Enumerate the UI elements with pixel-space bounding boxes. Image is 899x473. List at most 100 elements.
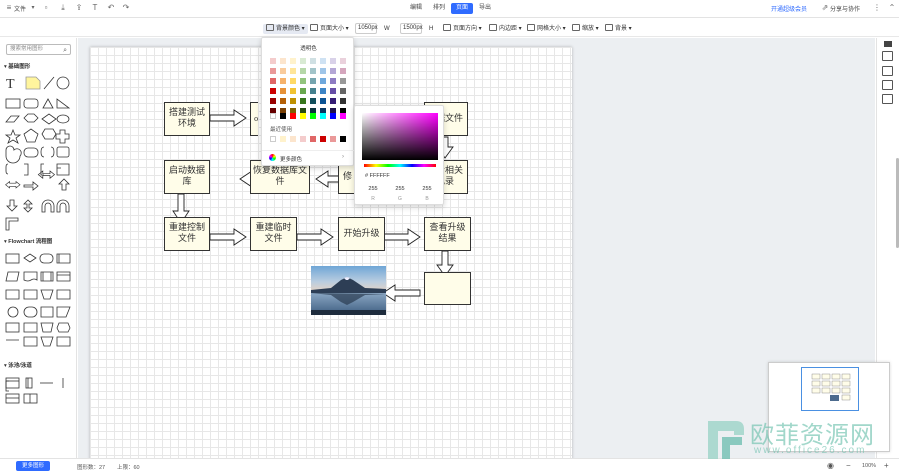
view-icon[interactable]: ◉ bbox=[827, 461, 834, 470]
color-swatch[interactable] bbox=[320, 58, 326, 64]
zoom-button[interactable]: 缩放 ▾ bbox=[572, 24, 599, 34]
color-swatch[interactable] bbox=[270, 98, 276, 104]
flow-box-rebuild-temp[interactable]: 重建临时文件 bbox=[250, 217, 297, 251]
recent-color-swatch[interactable] bbox=[330, 136, 336, 142]
color-swatch[interactable] bbox=[330, 78, 336, 84]
tab-export[interactable]: 导出 bbox=[479, 5, 492, 11]
tab-arrange[interactable]: 排列 bbox=[433, 5, 446, 11]
file-menu[interactable]: 文件 bbox=[14, 7, 27, 13]
section-basic-shapes[interactable]: ▾ 基础图形 bbox=[4, 64, 31, 70]
color-swatch[interactable] bbox=[280, 98, 286, 104]
save-icon[interactable]: ▫ bbox=[44, 3, 48, 12]
panel-toggle-icon[interactable] bbox=[884, 41, 892, 47]
page-panel-icon[interactable] bbox=[882, 94, 893, 104]
color-swatch[interactable] bbox=[330, 58, 336, 64]
section-flowchart[interactable]: ▾ Flowchart 流程图 bbox=[4, 239, 53, 245]
red-input[interactable]: 255 bbox=[368, 186, 378, 192]
color-swatch[interactable] bbox=[320, 78, 326, 84]
style-panel-icon[interactable] bbox=[882, 51, 893, 61]
color-swatch[interactable] bbox=[330, 113, 336, 119]
zoom-level[interactable]: 100% bbox=[862, 463, 877, 469]
color-swatch[interactable] bbox=[270, 78, 276, 84]
color-swatch[interactable] bbox=[300, 108, 306, 114]
section-swimlane[interactable]: ▾ 泳池/泳道 bbox=[4, 363, 32, 369]
vertical-scrollbar[interactable] bbox=[896, 158, 899, 248]
color-swatch[interactable] bbox=[290, 78, 296, 84]
recent-color-swatch[interactable] bbox=[340, 136, 346, 142]
color-swatch[interactable] bbox=[310, 68, 316, 74]
color-swatch[interactable] bbox=[310, 88, 316, 94]
pattern-button[interactable]: 背景 ▾ bbox=[605, 24, 632, 34]
hex-value[interactable]: # FFFFFF bbox=[365, 173, 390, 179]
recent-color-swatch[interactable] bbox=[270, 136, 276, 142]
color-swatch[interactable] bbox=[290, 98, 296, 104]
color-swatch[interactable] bbox=[300, 113, 306, 119]
color-swatch[interactable] bbox=[310, 78, 316, 84]
color-swatch[interactable] bbox=[280, 88, 286, 94]
color-swatch[interactable] bbox=[270, 68, 276, 74]
zoom-in-icon[interactable]: + bbox=[884, 461, 889, 470]
grid-size-button[interactable]: 网格大小 ▾ bbox=[527, 24, 566, 34]
color-swatch[interactable] bbox=[330, 68, 336, 74]
chevron-down-icon[interactable]: ▾ bbox=[31, 5, 35, 11]
color-swatch[interactable] bbox=[310, 58, 316, 64]
color-swatch[interactable] bbox=[300, 88, 306, 94]
bg-color-button[interactable]: 背景颜色 ▾ bbox=[263, 24, 308, 34]
basic-shapes-grid[interactable]: T bbox=[4, 72, 72, 268]
width-input[interactable]: 1050px bbox=[355, 23, 378, 34]
tab-edit[interactable]: 编辑 bbox=[410, 5, 423, 11]
height-input[interactable]: 1500px bbox=[400, 23, 423, 34]
undo-icon[interactable]: ↶ bbox=[107, 3, 115, 12]
color-swatch[interactable] bbox=[300, 98, 306, 104]
color-swatch[interactable] bbox=[300, 68, 306, 74]
color-swatch[interactable] bbox=[270, 58, 276, 64]
color-swatch[interactable] bbox=[280, 78, 286, 84]
color-swatch[interactable] bbox=[340, 68, 346, 74]
download-icon[interactable]: ⤓ bbox=[61, 3, 65, 12]
image-panel-icon[interactable] bbox=[882, 66, 893, 76]
color-swatch[interactable] bbox=[320, 98, 326, 104]
recent-color-swatch[interactable] bbox=[310, 136, 316, 142]
color-swatch[interactable] bbox=[320, 68, 326, 74]
export-icon[interactable]: ⇪ bbox=[75, 3, 83, 12]
color-swatch[interactable] bbox=[290, 68, 296, 74]
collapse-icon[interactable]: ⌃ bbox=[888, 3, 896, 12]
drawing-page[interactable]: 搭建测试环境 o 数据文件 启动数据库 恢复数据库文件 修 查看相关记录 重建控… bbox=[90, 47, 572, 458]
color-swatch[interactable] bbox=[290, 113, 296, 119]
color-swatch[interactable] bbox=[320, 88, 326, 94]
color-swatch[interactable] bbox=[340, 58, 346, 64]
color-swatch[interactable] bbox=[270, 88, 276, 94]
color-swatch[interactable] bbox=[320, 113, 326, 119]
color-swatch[interactable] bbox=[310, 113, 316, 119]
more-colors-option[interactable]: 更多颜色 bbox=[280, 157, 303, 163]
color-swatch[interactable] bbox=[310, 108, 316, 114]
color-swatch[interactable] bbox=[330, 88, 336, 94]
shape-search-input[interactable]: 搜索常用图形 ⌕ bbox=[6, 44, 71, 55]
green-input[interactable]: 255 bbox=[395, 186, 405, 192]
orientation-button[interactable]: 页面方向 ▾ bbox=[443, 24, 482, 34]
color-swatch[interactable] bbox=[310, 98, 316, 104]
flow-box-view-results[interactable]: 查看升级结果 bbox=[424, 217, 471, 251]
redo-icon[interactable]: ↷ bbox=[122, 3, 130, 12]
menu-icon[interactable]: ≡ bbox=[6, 3, 12, 12]
vip-link[interactable]: 开通超级会员 bbox=[771, 7, 808, 13]
format-painter-icon[interactable]: T bbox=[92, 3, 98, 12]
minimap-viewport[interactable] bbox=[801, 367, 859, 411]
more-icon[interactable]: ⋮ bbox=[873, 3, 881, 12]
recent-color-swatch[interactable] bbox=[290, 136, 296, 142]
flowchart-shapes-grid[interactable] bbox=[4, 250, 72, 350]
color-swatch[interactable] bbox=[340, 113, 346, 119]
flow-box-empty[interactable] bbox=[424, 272, 471, 305]
color-swatch[interactable] bbox=[300, 58, 306, 64]
more-shapes-button[interactable]: 更多图形 bbox=[16, 461, 50, 471]
swimlane-shapes-grid[interactable] bbox=[4, 375, 72, 407]
recent-color-swatch[interactable] bbox=[280, 136, 286, 142]
transparent-color-option[interactable]: 透明色 bbox=[300, 46, 317, 52]
color-swatch[interactable] bbox=[340, 78, 346, 84]
page-size-button[interactable]: 页面大小 ▾ bbox=[310, 24, 349, 34]
saturation-area[interactable] bbox=[362, 113, 438, 160]
canvas-area[interactable]: 搭建测试环境 o 数据文件 启动数据库 恢复数据库文件 修 查看相关记录 重建控… bbox=[78, 38, 875, 458]
color-swatch[interactable] bbox=[340, 98, 346, 104]
color-swatch[interactable] bbox=[290, 88, 296, 94]
color-swatch[interactable] bbox=[340, 88, 346, 94]
